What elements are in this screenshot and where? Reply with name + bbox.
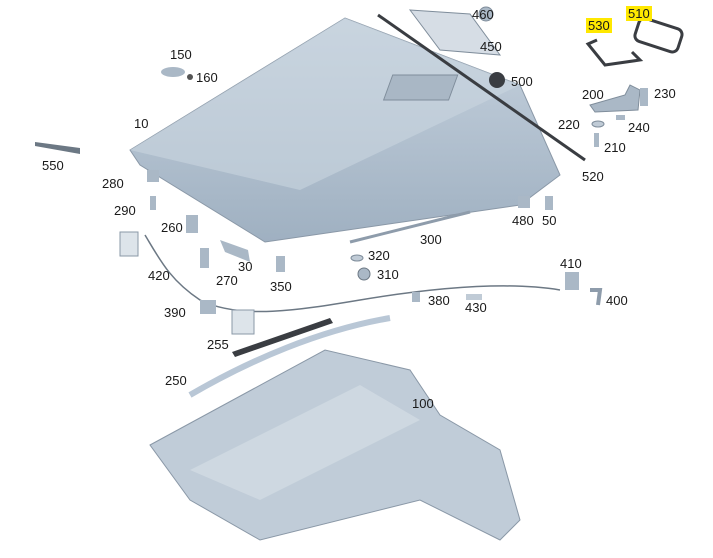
hood-part-10[interactable] [129,17,561,243]
label-30[interactable]: 30 [238,259,253,274]
bolt-part-350[interactable] [276,256,285,272]
label-510-highlighted[interactable]: 510 [626,6,652,21]
label-410[interactable]: 410 [560,256,582,271]
lock-part-left[interactable] [119,231,139,257]
label-200[interactable]: 200 [582,87,604,102]
label-220[interactable]: 220 [558,117,580,132]
seal-part-520[interactable] [377,13,586,162]
label-10[interactable]: 10 [134,116,149,131]
label-260[interactable]: 260 [161,220,183,235]
bracket-part-390[interactable] [200,300,216,314]
bracket-part-280[interactable] [147,170,159,182]
label-380[interactable]: 380 [428,293,450,308]
bolt-part-240[interactable] [616,115,625,120]
lever-part-400[interactable] [590,288,603,306]
buffer-part-480[interactable] [518,196,530,208]
grommet-part-500[interactable] [489,72,505,88]
label-230[interactable]: 230 [654,86,676,101]
label-430[interactable]: 430 [465,300,487,315]
label-100[interactable]: 100 [412,396,434,411]
washer-part-320[interactable] [350,254,364,262]
label-480[interactable]: 480 [512,213,534,228]
seal-part-510[interactable] [633,16,684,54]
sleeve-part-430[interactable] [466,294,482,300]
label-50[interactable]: 50 [542,213,557,228]
label-240[interactable]: 240 [628,120,650,135]
label-390[interactable]: 390 [164,305,186,320]
label-400[interactable]: 400 [606,293,628,308]
label-310[interactable]: 310 [377,267,399,282]
label-210[interactable]: 210 [604,140,626,155]
label-460[interactable]: 460 [472,7,494,22]
bracket-part-260[interactable] [186,215,198,233]
label-300[interactable]: 300 [420,232,442,247]
lock-part-right[interactable] [231,309,255,335]
label-550[interactable]: 550 [42,158,64,173]
label-320[interactable]: 320 [368,248,390,263]
grille-part-450[interactable] [408,9,502,56]
label-520[interactable]: 520 [582,169,604,184]
clip-part-380[interactable] [412,292,420,302]
clip-part-160[interactable] [187,74,193,80]
label-250[interactable]: 250 [165,373,187,388]
label-270[interactable]: 270 [216,273,238,288]
grommet-part-310[interactable] [357,267,371,281]
washer-part-220[interactable] [591,120,605,128]
bolt-part-290[interactable] [150,196,156,210]
label-420[interactable]: 420 [148,268,170,283]
rod-part-300[interactable] [349,210,471,244]
label-255[interactable]: 255 [207,337,229,352]
cable-part-420[interactable] [144,234,561,313]
label-150[interactable]: 150 [170,47,192,62]
label-290[interactable]: 290 [114,203,136,218]
bolt-part-210[interactable] [594,133,599,147]
label-530-highlighted[interactable]: 530 [586,18,612,33]
handle-part-410[interactable] [565,272,579,290]
label-500[interactable]: 500 [511,74,533,89]
cap-part-150[interactable] [161,67,185,77]
buffer-part-50[interactable] [545,196,553,210]
bracket-part-30[interactable] [220,240,250,262]
strut-part-550[interactable] [35,142,80,154]
label-450[interactable]: 450 [480,39,502,54]
seal-part-530[interactable] [585,38,644,67]
label-350[interactable]: 350 [270,279,292,294]
label-280[interactable]: 280 [102,176,124,191]
trim-part-250[interactable] [188,315,391,398]
label-160[interactable]: 160 [196,70,218,85]
seal-part-255[interactable] [232,318,333,357]
plug-part-460[interactable] [478,6,494,22]
bolt-part-270[interactable] [200,248,209,268]
plate-part-230[interactable] [640,88,648,106]
